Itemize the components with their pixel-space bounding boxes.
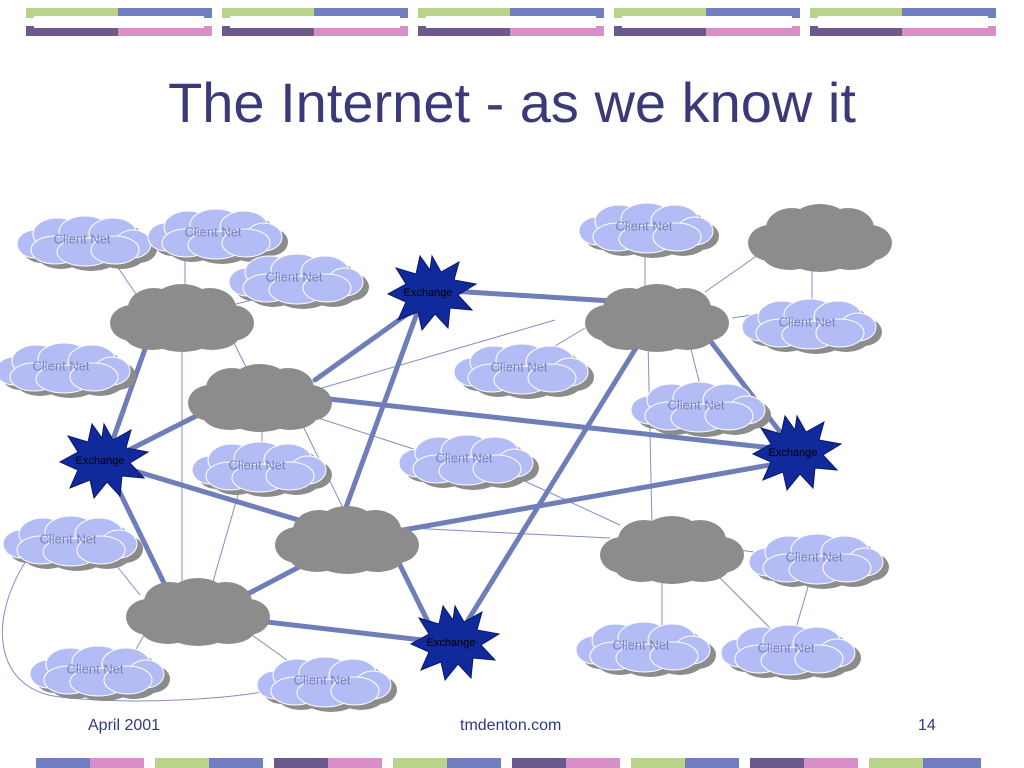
client-net-label: Client Net — [490, 359, 547, 374]
client-net-label: Client Net — [785, 549, 842, 564]
client-net-label: Client Net — [39, 531, 96, 546]
page-number: 14 — [918, 717, 936, 734]
client-net-cloud: Client Net — [191, 441, 332, 497]
client-net-cloud: Client Net — [29, 645, 170, 701]
footer-site: tmdenton.com — [460, 717, 562, 734]
client-net-label: Client Net — [757, 640, 814, 655]
client-net-cloud: Client Net — [741, 298, 882, 354]
client-net-cloud: Client Net — [147, 208, 288, 264]
isp-cloud — [748, 204, 892, 272]
client-net-label: Client Net — [293, 672, 350, 687]
exchange-node: Exchange — [59, 423, 149, 499]
client-net-label: Client Net — [32, 358, 89, 373]
isp-cloud — [126, 578, 270, 646]
footer-date: April 2001 — [88, 717, 161, 734]
slide-title: The Internet - as we know it — [168, 71, 856, 134]
client-net-cloud: Client Net — [578, 202, 719, 258]
client-net-cloud: Client Net — [748, 533, 889, 589]
backbone-links — [102, 287, 801, 646]
client-net-cloud: Client Net — [228, 253, 369, 309]
top-decor — [26, 8, 996, 36]
exchange-label: Exchange — [404, 287, 453, 299]
client-clouds: Client Net Client Net Client Net Client … — [0, 202, 889, 712]
client-net-label: Client Net — [53, 231, 110, 246]
client-net-label: Client Net — [265, 269, 322, 284]
client-net-label: Client Net — [184, 224, 241, 239]
exchange-node: Exchange — [752, 415, 842, 491]
client-net-cloud: Client Net — [720, 624, 861, 680]
bottom-decor — [36, 758, 981, 768]
client-net-cloud: Client Net — [2, 515, 143, 571]
client-net-cloud: Client Net — [0, 342, 136, 398]
client-net-label: Client Net — [615, 218, 672, 233]
client-net-label: Client Net — [612, 637, 669, 652]
exchange-label: Exchange — [427, 637, 476, 649]
client-net-cloud: Client Net — [398, 434, 539, 490]
exchange-node: Exchange — [410, 605, 500, 681]
exchange-label: Exchange — [769, 447, 818, 459]
isp-cloud — [110, 284, 254, 352]
client-net-label: Client Net — [228, 457, 285, 472]
isp-cloud — [275, 506, 419, 574]
client-net-label: Client Net — [66, 661, 123, 676]
isp-cloud — [600, 516, 744, 584]
client-net-cloud: Client Net — [16, 215, 157, 271]
client-net-label: Client Net — [435, 450, 492, 465]
client-net-label: Client Net — [667, 397, 724, 412]
client-net-cloud: Client Net — [256, 656, 397, 712]
exchanges: Exchange Exchange Exchange Exchange — [59, 255, 842, 681]
isp-cloud — [585, 284, 729, 352]
client-net-cloud: Client Net — [575, 621, 716, 677]
exchange-label: Exchange — [76, 455, 125, 467]
exchange-node: Exchange — [387, 255, 477, 331]
client-net-label: Client Net — [778, 314, 835, 329]
client-net-cloud: Client Net — [453, 343, 594, 399]
isp-cloud — [188, 364, 332, 432]
client-net-cloud: Client Net — [630, 381, 771, 437]
